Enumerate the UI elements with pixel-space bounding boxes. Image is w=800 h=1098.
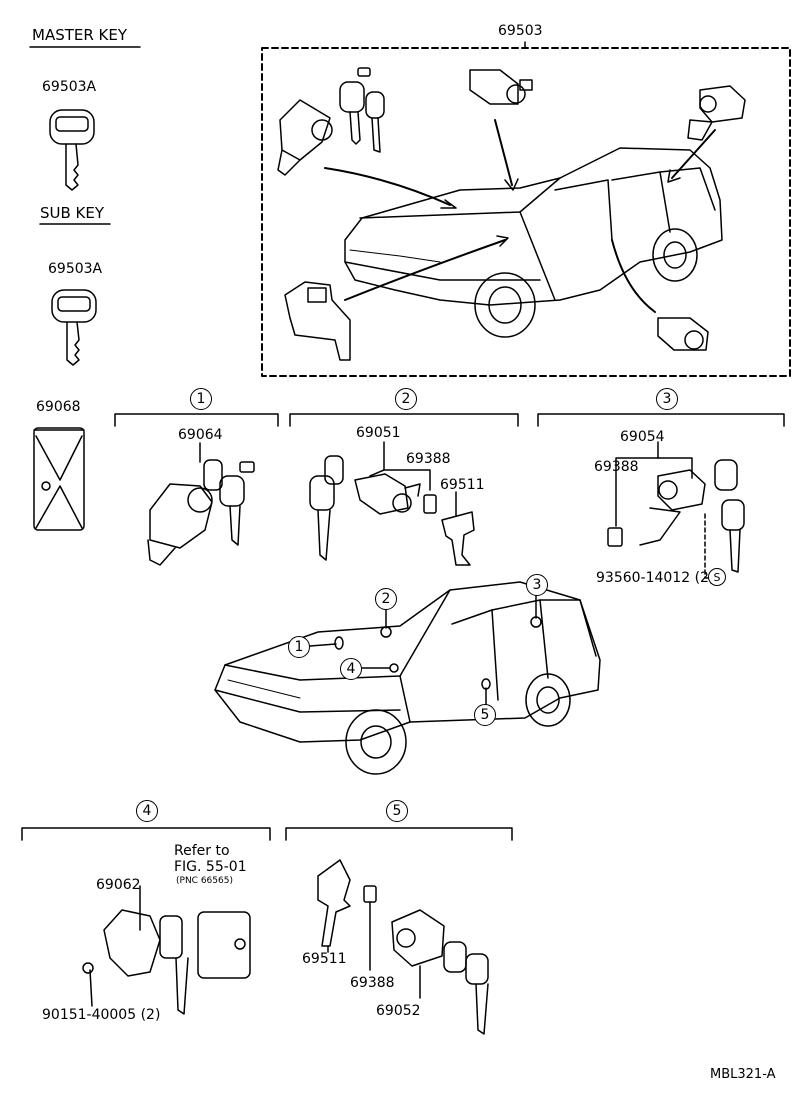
luggage-lock-set-drawing [284,281,351,361]
part-number-69068: 69068 [36,399,81,415]
callout-5-section: 5 [386,800,408,822]
part-number-69388-sec5: 69388 [350,975,395,991]
part-number-69051: 69051 [356,425,401,441]
callout-2-car: 2 [375,588,397,610]
refer-pnc-text: (PNC 66565) [176,876,233,886]
s-mark: S [708,568,726,586]
sub-key-heading: SUB KEY [40,204,105,222]
ignition-lock-set-drawing [277,67,385,176]
back-door-lock-set-drawing [687,85,746,141]
callout-3-car: 3 [526,574,548,596]
middle-car-drawing [214,581,601,775]
part-number-69503: 69503 [498,23,543,39]
part-number-69388-sec3: 69388 [594,459,639,475]
callout-1-top: 1 [190,388,212,410]
door-lock-69052-drawing [317,859,489,1035]
part-number-69052: 69052 [376,1003,421,1019]
diagram-code: MBL321-A [710,1067,776,1082]
callout-4-car: 4 [340,658,362,680]
part-number-69064: 69064 [178,427,223,443]
part-number-93560: 93560-14012 (2) [596,570,715,586]
key-case-drawing [33,427,85,531]
door-lock-set-drawing-top [469,69,533,105]
callout-1-car: 1 [288,636,310,658]
part-number-69054: 69054 [620,429,665,445]
part-number-69062: 69062 [96,877,141,893]
back-door-lock-69054-drawing [607,441,745,579]
part-number-90151: 90151-40005 (2) [42,1007,161,1023]
refer-to-text: Refer to [174,843,230,859]
callout-4-section: 4 [136,800,158,822]
part-number-69503A-sub: 69503A [48,261,103,277]
callout-3-top: 3 [656,388,678,410]
set-arrows [324,119,716,313]
door-lock-set-drawing-bottom [657,317,709,351]
part-number-69503A-master: 69503A [42,79,97,95]
master-key-heading: MASTER KEY [32,26,128,44]
top-car-drawing [344,147,723,338]
ignition-lock-69064-drawing [147,442,255,566]
refer-fig-text: FIG. 55-01 [174,859,247,875]
door-lock-69051-drawing [309,441,475,566]
callout-2-top: 2 [395,388,417,410]
part-number-69511-sec2: 69511 [440,477,485,493]
sub-key-drawing [51,289,97,366]
section-brackets [21,413,785,841]
callout-5-car: 5 [474,704,496,726]
luggage-lock-69062-drawing [82,885,251,1015]
master-key-drawing [49,109,95,191]
part-number-69511-sec5: 69511 [302,951,347,967]
set-69503-box [261,47,791,377]
part-number-69388-sec2: 69388 [406,451,451,467]
